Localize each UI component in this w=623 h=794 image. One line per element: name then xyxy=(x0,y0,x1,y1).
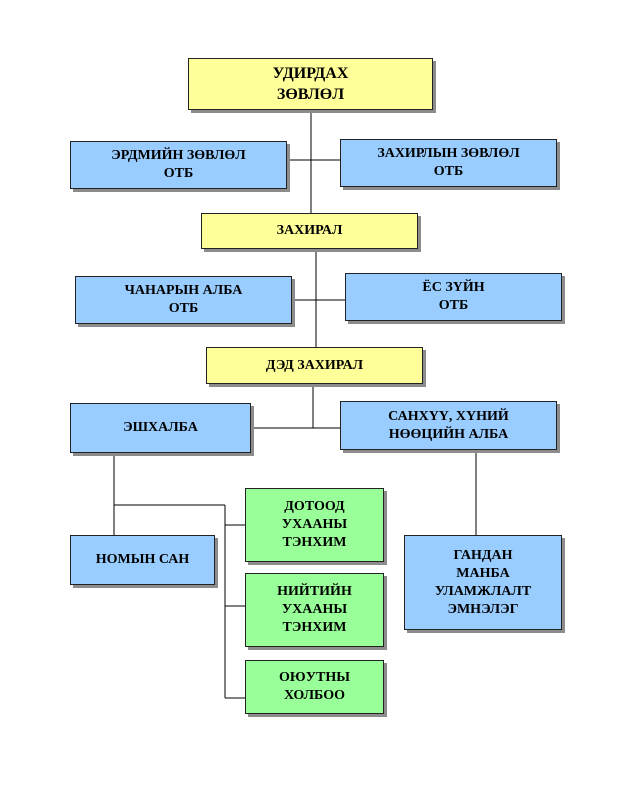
quality-office-line2: ОТБ xyxy=(168,301,199,316)
director-council-box: ЗАХИРЛЫН ЗӨВЛӨЛ ОТБ xyxy=(340,139,557,187)
eshalba-label: ЭШХАЛБА xyxy=(123,420,198,435)
library-label: НОМЫН САН xyxy=(95,552,190,567)
finance-hr-line1: САНХҮҮ, ХҮНИЙ xyxy=(388,408,509,424)
student-union-box: ОЮУТНЫ ХОЛБОО xyxy=(245,660,384,714)
director-council-line2: ОТБ xyxy=(433,164,464,179)
student-union-line2: ХОЛБОО xyxy=(284,688,345,703)
social-studies-line2: УХААНЫ xyxy=(281,602,348,617)
board-box: УДИРДАХ ЗӨВЛӨЛ xyxy=(188,58,433,110)
gandan-clinic-box: ГАНДАН МАНБА УЛАМЖЛАЛТ ЭМНЭЛЭГ xyxy=(404,535,562,630)
ethics-line2: ОТБ xyxy=(438,298,469,313)
director-council-line1: ЗАХИРЛЫН ЗӨВЛӨЛ xyxy=(377,146,520,161)
academic-council-line2: ОТБ xyxy=(163,166,194,181)
eshalba-box: ЭШХАЛБА xyxy=(70,403,251,453)
library-box: НОМЫН САН xyxy=(70,535,215,585)
gandan-clinic-line3: УЛАМЖЛАЛТ xyxy=(434,583,532,599)
gandan-clinic-line1: ГАНДАН xyxy=(453,547,513,563)
gandan-clinic-line2: МАНБА xyxy=(456,565,510,581)
student-union-line1: ОЮУТНЫ xyxy=(279,670,350,685)
ethics-box: ЁС ЗҮЙН ОТБ xyxy=(345,273,562,321)
director-box: ЗАХИРАЛ xyxy=(201,213,418,249)
social-studies-line3: ТЭНХИМ xyxy=(282,620,347,635)
academic-council-box: ЭРДМИЙН ЗӨВЛӨЛ ОТБ xyxy=(70,141,287,189)
inner-studies-box: ДОТООД УХААНЫ ТЭНХИМ xyxy=(245,488,384,562)
board-label-line2: ЗӨВЛӨЛ xyxy=(276,86,345,103)
inner-studies-line1: ДОТООД xyxy=(284,499,345,514)
ethics-line1: ЁС ЗҮЙН xyxy=(422,280,485,295)
social-studies-line1: НИЙТИЙН xyxy=(277,584,352,599)
inner-studies-line3: ТЭНХИМ xyxy=(282,535,347,550)
academic-council-line1: ЭРДМИЙН ЗӨВЛӨЛ xyxy=(111,148,246,163)
gandan-clinic-line4: ЭМНЭЛЭГ xyxy=(447,601,519,617)
vice-director-box: ДЭД ЗАХИРАЛ xyxy=(206,347,423,384)
quality-office-box: ЧАНАРЫН АЛБА ОТБ xyxy=(75,276,292,324)
vice-director-label: ДЭД ЗАХИРАЛ xyxy=(265,357,364,373)
board-label-line1: УДИРДАХ xyxy=(272,65,349,82)
social-studies-box: НИЙТИЙН УХААНЫ ТЭНХИМ xyxy=(245,573,384,647)
finance-hr-box: САНХҮҮ, ХҮНИЙ НӨӨЦИЙН АЛБА xyxy=(340,401,557,450)
director-label: ЗАХИРАЛ xyxy=(276,223,343,238)
finance-hr-line2: НӨӨЦИЙН АЛБА xyxy=(388,426,509,442)
quality-office-line1: ЧАНАРЫН АЛБА xyxy=(124,283,243,298)
inner-studies-line2: УХААНЫ xyxy=(281,517,348,532)
